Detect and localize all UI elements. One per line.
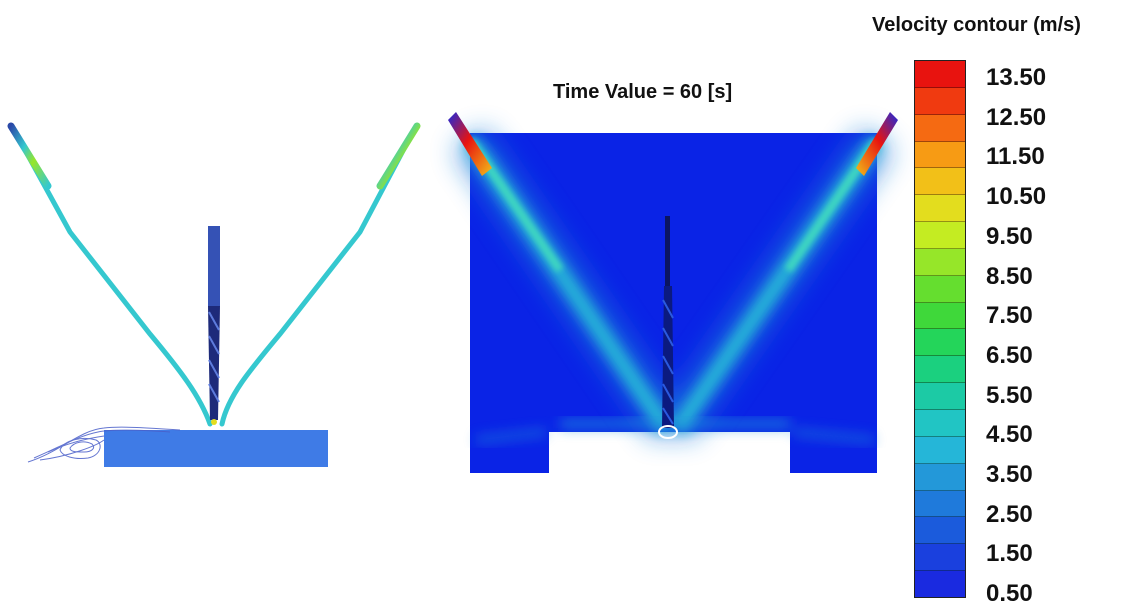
- colorbar-segment: [915, 436, 965, 464]
- domain-nozzle-left: [448, 112, 492, 176]
- colorbar-tick-label: 2.50: [986, 500, 1033, 528]
- domain-drill-shank: [665, 216, 670, 286]
- domain-nozzle-right: [856, 112, 898, 176]
- colorbar-segment: [915, 544, 965, 572]
- colorbar-segment: [915, 114, 965, 142]
- colorbar-tick-label: 4.50: [986, 421, 1033, 449]
- left-view-jet-right: [219, 127, 417, 427]
- colorbar-segment: [915, 275, 965, 303]
- colorbar-segment: [915, 490, 965, 518]
- streamline-swirl: [27, 426, 181, 463]
- colorbar-segment: [915, 168, 965, 196]
- colorbar-tick-label: 11.50: [986, 143, 1045, 171]
- colorbar-tick-label: 0.50: [986, 580, 1033, 608]
- velocity-colorbar: [914, 60, 966, 598]
- colorbar-segment: [915, 409, 965, 437]
- colorbar-segment: [915, 61, 965, 88]
- colorbar-tick-label: 13.50: [986, 64, 1047, 91]
- left-view-drill-flutes: [208, 306, 220, 420]
- colorbar-tick-label: 9.50: [986, 222, 1033, 250]
- left-view-contact-spot: [211, 419, 217, 425]
- left-view-drill-shank: [208, 226, 220, 306]
- colorbar-tick-label: 6.50: [986, 341, 1033, 369]
- colorbar-tick-label: 5.50: [986, 381, 1033, 409]
- colorbar-segment: [915, 329, 965, 357]
- left-view-drill-helix: [208, 311, 220, 403]
- left-view-nozzle-right: [376, 122, 421, 190]
- colorbar-segment: [915, 87, 965, 115]
- left-side-view: [7, 122, 421, 467]
- colorbar-tick-label: 12.50: [986, 103, 1047, 131]
- colorbar-segment: [915, 248, 965, 276]
- domain-contact-bubble: [658, 425, 678, 439]
- legend-title: Velocity contour (m/s): [872, 14, 1081, 36]
- colorbar-tick-label: 3.50: [986, 461, 1033, 488]
- colorbar-tick-label: 7.50: [986, 302, 1033, 330]
- time-value-label: Time Value = 60 [s]: [553, 81, 733, 103]
- colorbar-segment: [915, 195, 965, 223]
- colorbar-segment: [915, 383, 965, 410]
- domain-drill-flutes: [662, 286, 674, 428]
- colorbar-tick-label: 10.50: [986, 183, 1047, 211]
- domain-drill-helix: [662, 299, 674, 425]
- left-view-jet-left: [11, 127, 213, 427]
- colorbar-tick-label: 1.50: [986, 540, 1033, 568]
- domain-region: [470, 133, 877, 473]
- workpiece-block: [104, 430, 328, 467]
- colorbar-segment: [915, 356, 965, 384]
- contour-domain-view: [448, 112, 898, 473]
- colorbar-tick-label: 8.50: [986, 262, 1033, 290]
- colorbar-segment: [915, 222, 965, 249]
- colorbar-segment: [915, 463, 965, 491]
- colorbar-segment: [915, 141, 965, 169]
- colorbar-segment: [915, 302, 965, 330]
- colorbar-tick-labels: 13.50 12.50 11.50 10.50 9.50 8.50 7.50 6.50 5.50…: [986, 60, 1106, 606]
- colorbar-segment: [915, 517, 965, 545]
- colorbar-segment: [915, 571, 965, 597]
- left-view-nozzle-left: [7, 122, 52, 190]
